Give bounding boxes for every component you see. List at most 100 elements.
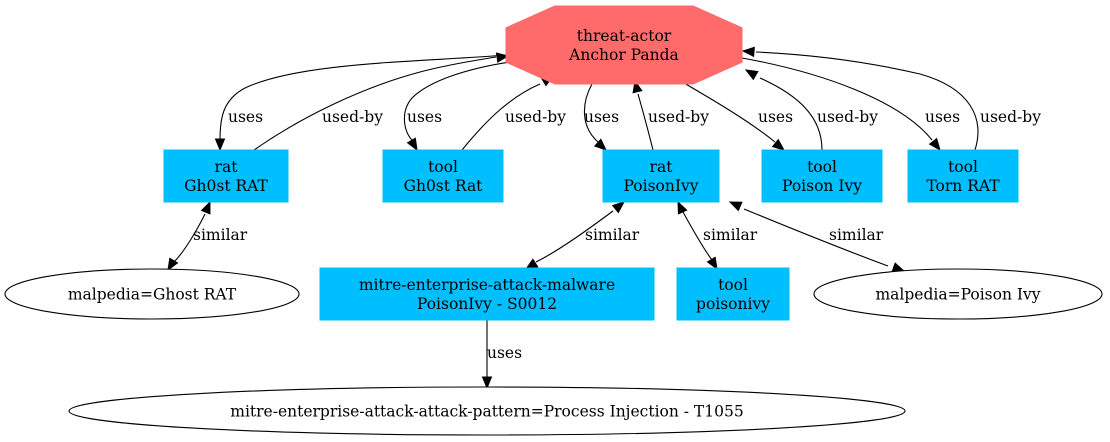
- edge-label: used-by: [322, 108, 383, 126]
- edge-rat-gh0st-to-malpedia-ghost: [167, 200, 211, 272]
- edge-label: used-by: [648, 108, 709, 126]
- arrowhead-icon: [706, 256, 718, 271]
- arrowhead-icon: [928, 137, 941, 152]
- node-malpedia-poison-ivy[interactable]: malpedia=Poison Ivy: [813, 268, 1103, 320]
- edge-label: uses: [925, 108, 960, 126]
- node-label: PoisonIvy: [624, 177, 699, 195]
- ellipse-shape: [4, 268, 300, 320]
- arrowhead-icon: [593, 138, 607, 151]
- edge-line: [535, 210, 614, 263]
- edge-label: uses: [407, 108, 442, 126]
- edge-anchor-panda-to-tool-gh0st: [403, 61, 511, 152]
- entity-box-shape: [907, 149, 1019, 203]
- node-label: tool: [807, 158, 837, 176]
- edge-label: similar: [703, 226, 758, 244]
- node-label: threat-actor: [577, 27, 672, 45]
- edge-line: [682, 211, 713, 261]
- node-label: malpedia=Poison Ivy: [875, 286, 1040, 304]
- node-label: mitre-enterprise-attack-malware: [359, 276, 615, 294]
- node-label: Gh0st Rat: [404, 177, 484, 195]
- edge-label: uses: [487, 344, 522, 362]
- edge-line: [759, 77, 823, 151]
- edge-label: similar: [585, 226, 640, 244]
- arrowhead-icon: [481, 376, 493, 390]
- node-label: Anchor Panda: [568, 46, 679, 64]
- arrowhead-icon: [611, 201, 626, 214]
- edge-label: uses: [228, 108, 263, 126]
- ellipse-shape: [68, 386, 906, 436]
- edge-line: [743, 208, 889, 267]
- node-label: Poison Ivy: [782, 177, 862, 195]
- node-label: rat: [215, 158, 239, 176]
- edge-label: similar: [829, 226, 884, 244]
- arrowhead-icon: [744, 69, 759, 81]
- node-label: mitre-enterprise-attack-attack-pattern=P…: [230, 403, 743, 421]
- edges-layer: [167, 46, 979, 390]
- edge-rat-gh0st-to-anchor-panda: [253, 52, 510, 151]
- arrowhead-icon: [741, 46, 755, 58]
- node-malpedia-ghost[interactable]: malpedia=Ghost RAT: [4, 268, 300, 320]
- ellipse-shape: [813, 268, 1103, 320]
- node-label: rat: [650, 158, 674, 176]
- edge-line: [461, 83, 541, 151]
- node-label: PoisonIvy - S0012: [417, 295, 557, 313]
- edge-line: [741, 57, 933, 141]
- node-attack-pattern-process-injection[interactable]: mitre-enterprise-attack-attack-pattern=P…: [68, 386, 906, 436]
- node-label: tool: [948, 158, 978, 176]
- entity-box-shape: [382, 149, 504, 203]
- edge-line: [219, 54, 507, 141]
- edge-label: uses: [584, 108, 619, 126]
- node-mitre-malware-poisonivy[interactable]: mitre-enterprise-attack-malwarePoisonIvy…: [319, 267, 655, 321]
- edge-label: used-by: [817, 108, 878, 126]
- edge-line: [583, 83, 599, 143]
- edge-line: [637, 93, 654, 151]
- node-label: tool: [718, 276, 748, 294]
- arrowhead-icon: [677, 200, 688, 215]
- arrowhead-icon: [891, 262, 906, 273]
- arrowhead-icon: [771, 138, 786, 151]
- node-label: Gh0st RAT: [184, 177, 268, 195]
- arrowhead-icon: [495, 52, 510, 63]
- edge-label: used-by: [980, 108, 1041, 126]
- edge-anchor-panda-to-rat-gh0st: [214, 54, 507, 152]
- entity-box-shape: [676, 267, 790, 321]
- edge-tool-poison-ivy-to-anchor-panda: [744, 69, 823, 151]
- edge-anchor-panda-to-tool-poison-ivy: [683, 82, 786, 151]
- node-label: malpedia=Ghost RAT: [68, 286, 237, 304]
- edge-rat-poisonivy-to-mitre-malware-poisonivy: [524, 201, 626, 270]
- entity-box-shape: [319, 267, 655, 321]
- edge-label: uses: [758, 108, 793, 126]
- arrowhead-icon: [728, 201, 743, 212]
- entity-box-shape: [163, 149, 289, 203]
- node-label: Torn RAT: [926, 177, 1000, 195]
- edge-line: [173, 213, 206, 263]
- edge-anchor-panda-to-tool-torn-rat: [741, 57, 941, 152]
- arrowhead-icon: [200, 200, 211, 215]
- entity-box-shape: [602, 149, 720, 203]
- edge-line: [253, 56, 497, 151]
- edge-rat-poisonivy-to-malpedia-poison-ivy: [728, 201, 906, 273]
- edge-line: [755, 51, 979, 151]
- threat-actor-shape: [505, 5, 743, 85]
- arrowhead-icon: [406, 137, 418, 152]
- arrowhead-icon: [214, 138, 226, 152]
- edge-label: similar: [193, 226, 248, 244]
- edge-anchor-panda-to-rat-poisonivy: [583, 83, 607, 151]
- arrowhead-icon: [167, 257, 179, 272]
- node-label: poisonivy: [696, 295, 770, 313]
- node-label: tool: [428, 158, 458, 176]
- edge-label: used-by: [505, 108, 566, 126]
- edge-line: [403, 61, 511, 141]
- edge-mitre-malware-poisonivy-to-attack-pattern-process-injection: [481, 320, 493, 390]
- edge-tool-torn-rat-to-anchor-panda: [741, 46, 979, 151]
